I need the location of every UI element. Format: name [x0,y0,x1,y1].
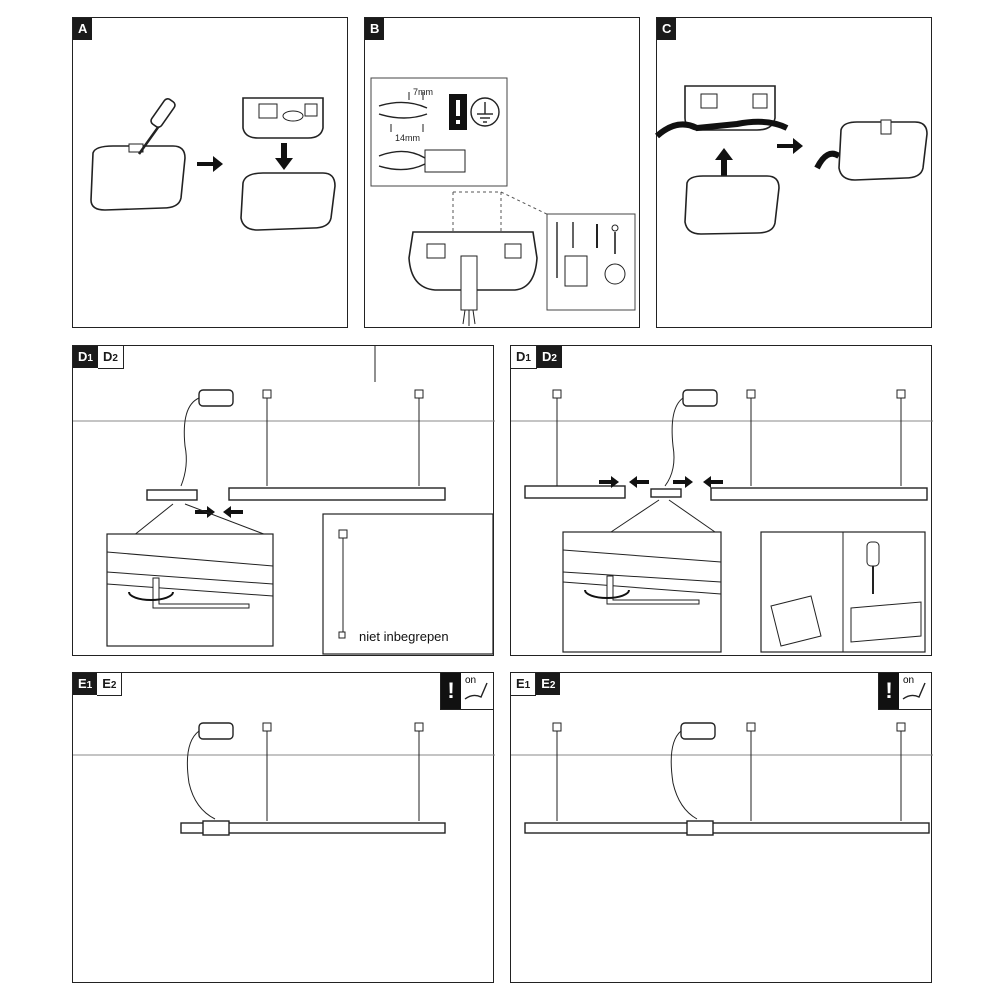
arrow-icon [629,476,649,488]
cable-clamp [338,631,346,639]
not-included-box [322,513,494,655]
panel-c-drawing [654,85,928,235]
light-profile [524,485,626,499]
hand-switch-icon [464,682,488,700]
tools-box [546,213,636,311]
end-cap [770,595,822,647]
ceiling-anchor [746,722,756,732]
power-cable [670,730,698,820]
warning-icon: ! [441,673,461,709]
arrow-icon [599,476,619,488]
screwdriver-icon [866,541,880,594]
ceiling-anchor [552,389,562,399]
light-profile [180,822,446,834]
panel-a: A [72,17,348,328]
connector-block [686,820,714,836]
panel-b: B [364,17,640,328]
ceiling-anchor [338,529,348,539]
panel-b-drawing [370,77,636,326]
switch-on-warning: ! on [878,673,931,710]
warning-icon: ! [879,673,899,709]
profile-detail [106,551,274,597]
cable [814,150,841,170]
panel-e2-drawing [511,722,933,836]
wire [378,101,428,109]
power-cable [664,397,684,487]
panel-b-badge: B [365,18,385,40]
hex-key-icon [128,577,250,609]
ground-icon [470,97,500,127]
panel-d2: D1 D2 [510,345,933,656]
profile-end [850,601,922,643]
light-profile [710,487,928,501]
switch-on-warning: ! on [440,673,493,710]
terminal-block [424,149,466,173]
panel-d1-drawing [73,346,495,655]
canopy [198,389,234,407]
zoom-line [610,499,716,533]
canopy [682,389,718,407]
canopy-clip [880,119,892,135]
panel-e1: E1 E2 ! on [72,672,495,983]
ceiling-anchor [896,722,906,732]
arrow-icon [777,138,803,154]
ceiling-anchor [552,722,562,732]
ceiling-anchor [414,389,424,399]
canopy-cover [90,145,186,211]
panel-d2-badge: D1 D2 [511,345,562,369]
strip-length-long: 14mm [395,133,421,143]
canopy-base [242,97,324,139]
connector-block [146,489,198,501]
panel-e1-badge: E1 E2 [73,672,123,696]
panel-e2-badge: E1 E2 [511,672,561,696]
ceiling-anchor [262,389,272,399]
zoom-line [132,503,270,537]
arrow-icon [715,148,733,176]
canopy-cover [684,175,780,235]
warning-icon [449,94,467,130]
light-profile [524,822,930,834]
power-cable [186,730,216,820]
canopy [198,722,234,740]
profile-detail [562,549,722,595]
light-profile [228,487,446,501]
arrow-icon [275,143,293,170]
guide-line [500,191,556,219]
panel-d2-drawing [511,389,933,653]
dowel-icon [596,224,626,285]
arrow-icon [197,156,223,172]
hand-switch-icon [902,682,926,700]
arrow-icon [703,476,723,488]
drill-icon [556,222,588,287]
wire [378,113,428,119]
screwdriver-icon [137,98,176,155]
strip-length-short: 7mm [413,87,433,97]
not-included-label: niet inbegrepen [359,629,449,644]
cable [654,118,789,139]
panel-d1: D1 D2 niet inbegrepen [72,345,495,656]
power-cable [180,397,200,487]
arrow-icon [223,506,243,518]
canopy-cover [838,121,928,181]
ceiling-anchor [414,722,424,732]
panel-a-badge: A [73,18,93,40]
switch-on-label: on [465,675,477,686]
ceiling-anchor [896,389,906,399]
panel-e2: E1 E2 ! on [510,672,933,983]
switch-on-label: on [903,675,915,686]
ceiling-anchor [262,722,272,732]
hex-key-icon [584,575,700,605]
connector-block [650,488,682,498]
canopy-base [408,231,538,326]
ceiling-anchor [746,389,756,399]
connector-block [202,820,230,836]
panel-d1-badge: D1 D2 [73,345,124,369]
canopy-cover [240,172,336,231]
canopy [680,722,716,740]
panel-c-badge: C [657,18,677,40]
panel-a-drawing [90,97,336,231]
panel-e1-drawing [73,722,495,836]
panel-c: C [654,17,932,328]
arrow-icon [673,476,693,488]
